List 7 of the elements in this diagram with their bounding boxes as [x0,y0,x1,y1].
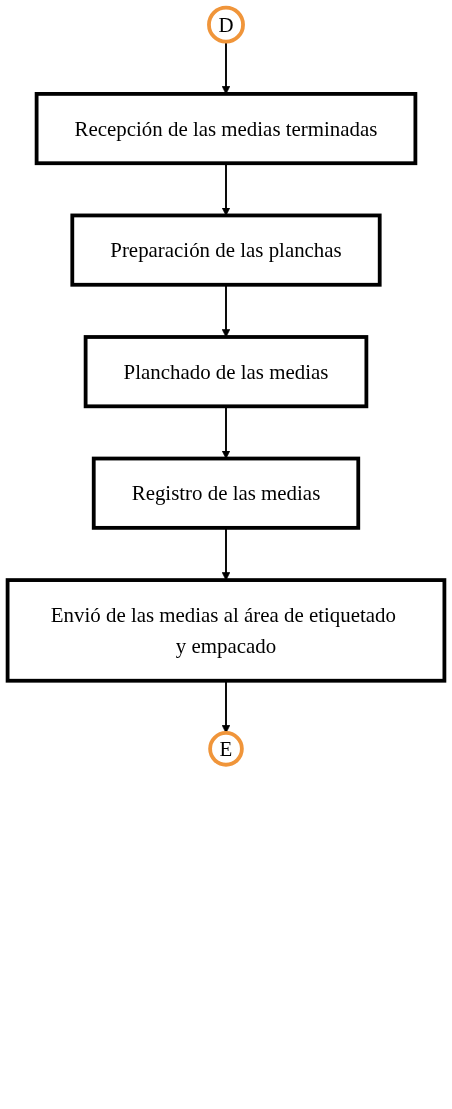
node-box: Recepción de las medias terminadas [34,92,418,166]
node-box: Envió de las medias al área de etiquetado y empacado [5,578,447,683]
node-box: Registro de las medias [91,456,361,530]
node-circle: D [207,5,245,44]
node-box: Planchado de las medias [83,335,369,409]
node-circle: E [208,731,244,767]
node-box: Preparación de las planchas [70,213,382,287]
